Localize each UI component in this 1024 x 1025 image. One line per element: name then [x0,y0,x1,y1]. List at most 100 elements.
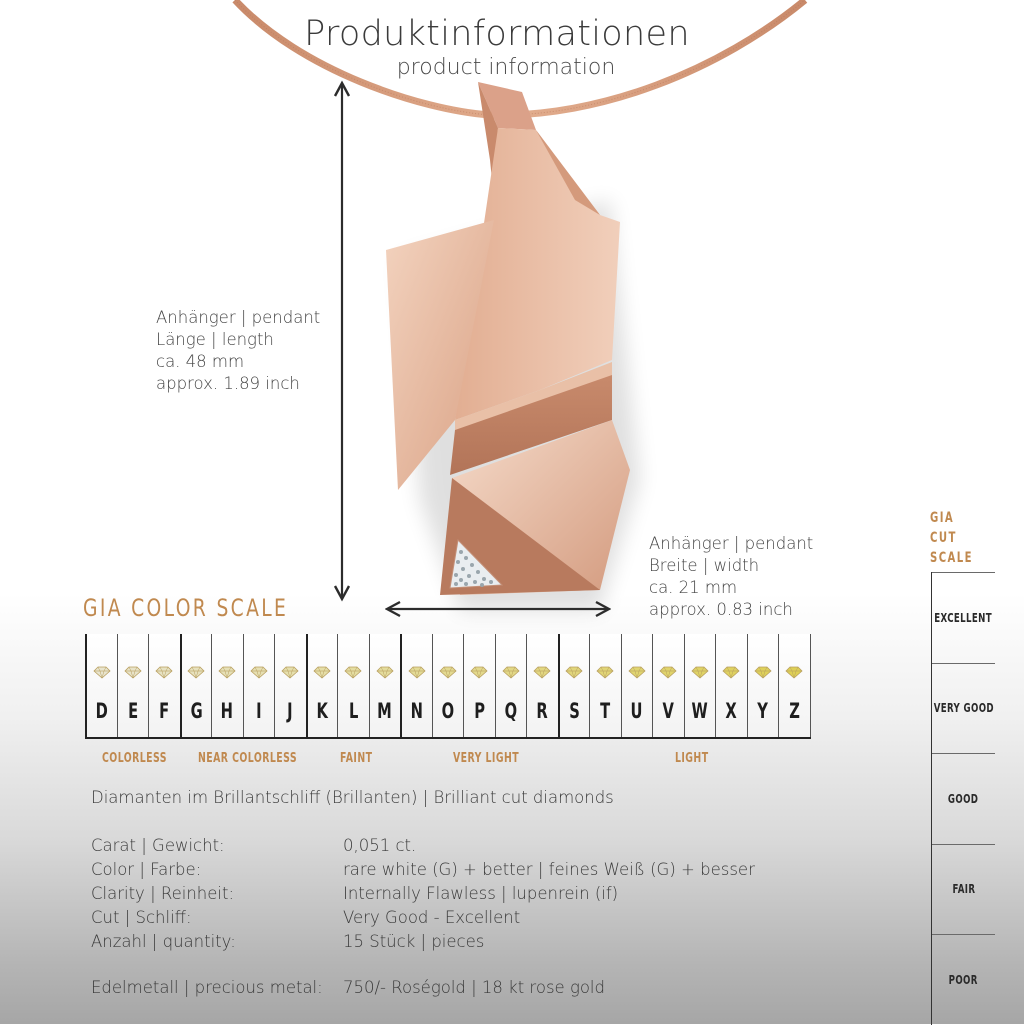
category-very-light: VERY LIGHT [453,751,520,766]
color-grade-u: U [620,634,652,737]
diamond-icon [722,666,740,679]
cut-scale-title-line: GIA [930,510,955,526]
spec-value: 15 Stück | pieces [343,932,485,951]
color-grade-f: F [148,634,180,737]
page-title: Produktinformationen [304,14,690,54]
width-info: Anhänger | pendant Breite | width ca. 21… [649,533,813,621]
cut-scale-title-line: CUT [930,530,957,546]
spec-value: rare white (G) + better | feines Weiß (G… [343,860,755,879]
color-grade-v: V [652,634,684,737]
cut-scale: EXCELLENT VERY GOOD GOOD FAIR POOR [931,572,995,1025]
diamond-icon [691,666,709,679]
color-grade-e: E [116,634,148,737]
product-image-pendant [232,0,808,610]
diamond-icon [93,666,111,679]
cut-scale-title: GIA CUT SCALE [930,508,973,568]
length-info-line: approx. 1.89 inch [156,374,300,393]
color-grade-letter: O [441,699,454,723]
color-grade-letter: I [256,699,262,723]
color-grade-s: S [557,634,589,737]
color-grade-w: W [683,634,715,737]
diamond-icon [124,666,142,679]
diamond-icon [376,666,394,679]
diamond-icon [470,666,488,679]
color-grade-h: H [211,634,243,737]
color-grade-letter: M [377,699,393,723]
cut-grade-fair: FAIR [932,843,995,935]
diamond-icon [408,666,426,679]
color-grade-letter: Q [504,699,517,723]
spec-label: Clarity | Reinheit: [91,884,235,903]
width-info-line: Breite | width [649,556,760,575]
color-grade-letter: Y [757,699,769,723]
color-grade-r: R [526,634,558,737]
cut-scale-title-line: SCALE [930,550,973,566]
color-grade-m: M [368,634,400,737]
color-grade-letter: U [630,699,643,723]
cut-grade-label: POOR [948,972,979,987]
color-grade-n: N [400,634,432,737]
cut-grade-label: FAIR [952,882,975,897]
diamond-icon [754,666,772,679]
spec-row-clarity: Clarity | Reinheit: Internally Flawless |… [91,882,755,906]
color-grade-letter: J [287,699,293,723]
color-scale-title: GIA COLOR SCALE [83,594,289,622]
color-grade-g: G [179,634,211,737]
color-grade-letter: V [662,699,674,723]
diamond-icon [218,666,236,679]
spec-row-cut: Cut | Schliff: Very Good - Excellent [91,906,755,930]
spec-row-carat: Carat | Gewicht:0,051 ct. [91,834,755,858]
spec-value: 0,051 ct. [343,836,417,855]
page-subtitle: product information [396,55,616,80]
cut-grade-excellent: EXCELLENT [932,572,995,663]
diamond-icon [313,666,331,679]
color-grade-letter: F [159,699,170,723]
diamond-icon [785,666,803,679]
color-grade-letter: N [410,699,423,723]
color-grade-o: O [431,634,463,737]
color-grade-p: P [463,634,495,737]
color-grade-letter: D [95,699,108,723]
color-grade-x: X [715,634,747,737]
color-grade-letter: Z [788,699,800,723]
spec-row-metal: Edelmetall | precious metal: 750/- Roség… [91,978,605,997]
diamond-icon [628,666,646,679]
category-near-colorless: NEAR COLORLESS [198,751,298,766]
length-info-line: ca. 48 mm [156,352,245,371]
color-grade-letter: R [536,699,548,723]
color-grade-l: L [337,634,369,737]
width-info-line: approx. 0.83 inch [649,600,793,619]
diamond-icon [565,666,583,679]
category-faint: FAINT [340,751,373,766]
color-grade-letter: W [691,699,708,723]
spec-label: Color | Farbe: [91,860,202,879]
spec-value: Internally Flawless | lupenrein (if) [343,884,619,903]
spec-label: Anzahl | quantity: [91,932,236,951]
diamond-icon [281,666,299,679]
spec-value: Very Good - Excellent [343,908,521,927]
cut-grade-label: GOOD [948,791,979,806]
color-grade-letter: P [473,699,485,723]
cut-grade-poor: POOR [932,934,995,1025]
spec-label: Cut | Schliff: [91,908,192,927]
length-info: Anhänger | pendant Länge | length ca. 48… [156,307,320,395]
width-info-line: Anhänger | pendant [649,534,814,553]
color-grade-y: Y [746,634,778,737]
diamond-icon [439,666,457,679]
length-arrow-icon [333,80,351,602]
color-grade-k: K [305,634,337,737]
color-grade-letter: T [600,699,611,723]
color-grade-i: I [242,634,274,737]
diamond-description: Diamanten im Brillantschliff (Brillanten… [91,788,614,807]
diamond-icon [596,666,614,679]
color-grade-q: Q [494,634,526,737]
diamond-icon [659,666,677,679]
length-info-line: Anhänger | pendant [156,308,321,327]
spec-row-quantity: Anzahl | quantity: 15 Stück | pieces [91,930,755,954]
spec-row-color: Color | Farbe: rare white (G) + better | … [91,858,755,882]
color-grade-letter: S [568,699,580,723]
cut-grade-label: EXCELLENT [934,610,993,625]
color-grade-letter: E [127,699,138,723]
width-info-line: ca. 21 mm [649,578,738,597]
color-grade-letter: L [348,699,358,723]
